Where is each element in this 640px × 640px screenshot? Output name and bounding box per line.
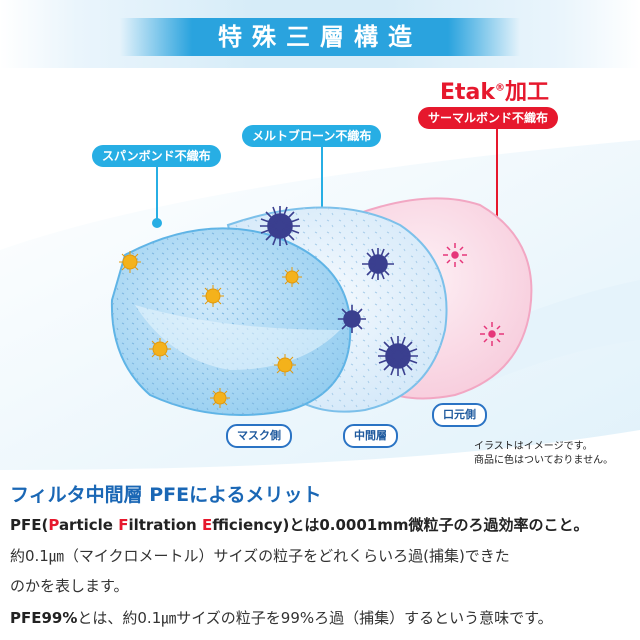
header-banner: 特殊三層構造: [0, 0, 640, 68]
spunbond-label: スパンボンド不織布: [92, 145, 221, 167]
pfe99-meaning: PFE99%とは、約0.1㎛サイズの粒子を99%ろ過（捕集）するという意味です。: [10, 609, 553, 627]
mouth-side-label: 口元側: [432, 403, 487, 427]
pink-particles: [443, 243, 504, 346]
three-layer-illustration: [0, 129, 640, 470]
particle-icons: [119, 251, 302, 408]
mask-side-label: マスク側: [226, 424, 292, 448]
etak-heading: Etak®加工: [440, 80, 550, 105]
illustration-note: イラストはイメージです。 商品に色はついておりません。: [474, 441, 614, 466]
pfe-explanation-2: のかを表します。: [10, 577, 129, 595]
virus-icons: [260, 206, 418, 376]
banner-bar: [120, 18, 520, 56]
section-title: フィルタ中間層 PFEによるメリット: [10, 484, 322, 506]
pfe-definition: PFE(Particle Filtration Efficiency)とは0.0…: [10, 516, 589, 534]
thermal-bond-label: サーマルボンド不織布: [418, 107, 559, 129]
pfe-explanation-1: 約0.1㎛（マイクロメートル）サイズの粒子をどれくらいろ過(捕集)できた: [10, 547, 510, 565]
banner-title: 特殊三層構造: [218, 23, 422, 51]
meltblown-label: メルトブローン不織布: [242, 125, 382, 147]
middle-layer-label: 中間層: [343, 424, 398, 448]
